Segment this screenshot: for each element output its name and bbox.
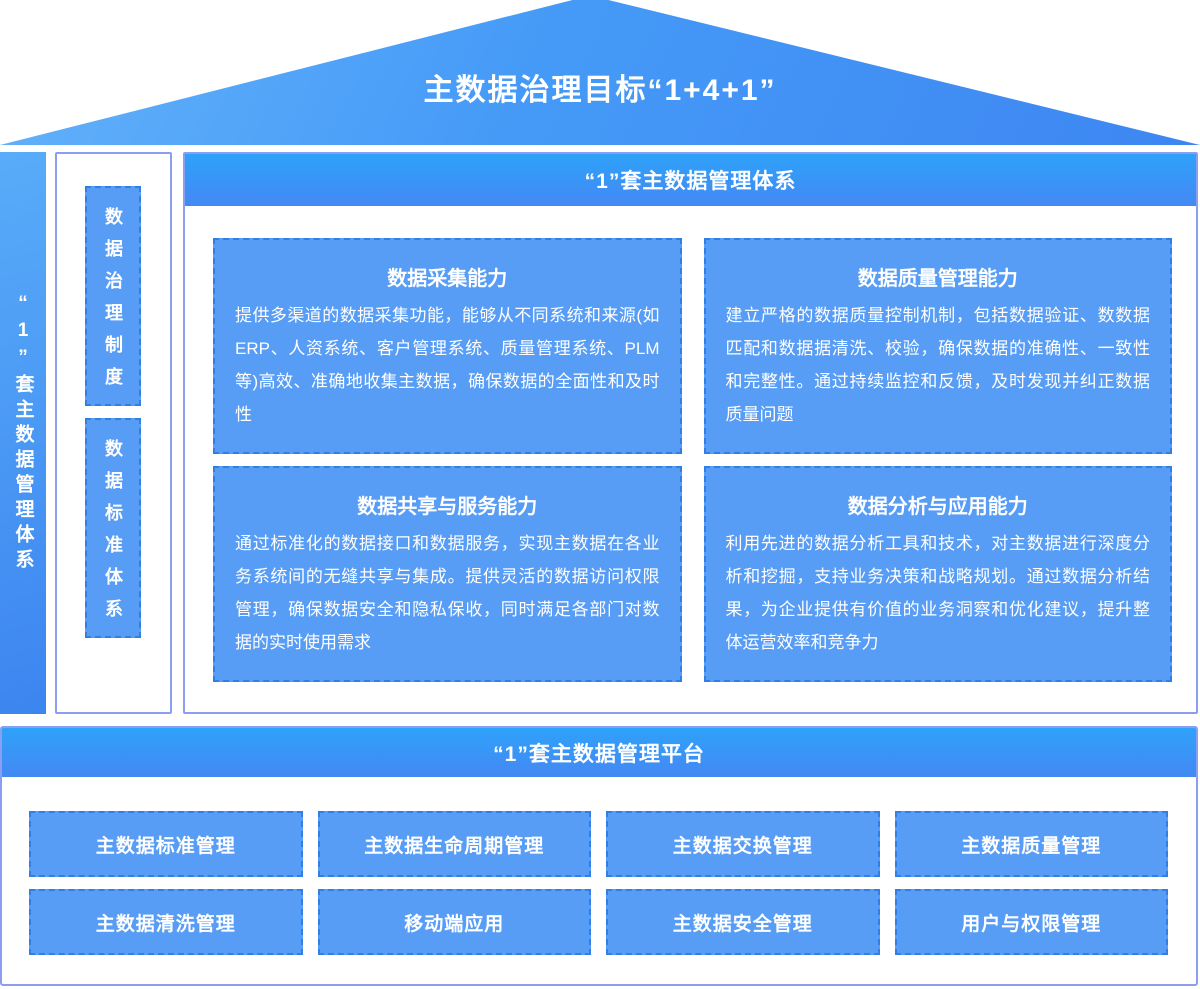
module-master-data-lifecycle: 主数据生命周期管理 bbox=[317, 811, 591, 877]
left-system-label: “1”套主数据管理体系 bbox=[12, 292, 34, 574]
module-master-data-quality: 主数据质量管理 bbox=[894, 811, 1168, 877]
management-system-panel: “1”套主数据管理体系 数据采集能力 提供多渠道的数据采集功能，能够从不同系统和… bbox=[183, 152, 1198, 714]
module-mobile-app: 移动端应用 bbox=[317, 889, 591, 955]
pillar-label: 数据治理制度 bbox=[103, 207, 123, 399]
capability-description: 提供多渠道的数据采集功能，能够从不同系统和来源(如ERP、人资系统、客户管理系统… bbox=[235, 306, 660, 424]
capability-grid: 数据采集能力 提供多渠道的数据采集功能，能够从不同系统和来源(如ERP、人资系统… bbox=[185, 206, 1196, 682]
capability-data-sharing: 数据共享与服务能力 通过标准化的数据接口和数据服务，实现主数据在各业务系统间的无… bbox=[213, 466, 682, 682]
management-system-header: “1”套主数据管理体系 bbox=[185, 154, 1196, 206]
middle-band: “1”套主数据管理体系 数据治理制度 数据标准体系 “1”套主数据管理体系 数据… bbox=[0, 152, 1200, 714]
capability-description: 利用先进的数据分析工具和技术，对主数据进行深度分析和挖掘，支持业务决策和战略规划… bbox=[725, 534, 1151, 652]
pillar-data-governance-system: 数据治理制度 bbox=[85, 186, 141, 406]
capability-data-collection: 数据采集能力 提供多渠道的数据采集功能，能够从不同系统和来源(如ERP、人资系统… bbox=[213, 238, 682, 454]
module-master-data-standard: 主数据标准管理 bbox=[29, 811, 303, 877]
capability-data-analysis: 数据分析与应用能力 利用先进的数据分析工具和技术，对主数据进行深度分析和挖掘，支… bbox=[703, 466, 1172, 682]
platform-panel: “1”套主数据管理平台 主数据标准管理 主数据生命周期管理 主数据交换管理 主数… bbox=[0, 726, 1198, 986]
pillar-label: 数据标准体系 bbox=[103, 439, 123, 631]
pillar-data-standard-system: 数据标准体系 bbox=[85, 418, 141, 638]
platform-header: “1”套主数据管理平台 bbox=[2, 728, 1196, 777]
roof-triangle: 主数据治理目标“1+4+1” bbox=[0, 0, 1200, 145]
platform-module-grid: 主数据标准管理 主数据生命周期管理 主数据交换管理 主数据质量管理 主数据清洗管… bbox=[2, 777, 1196, 955]
capability-title: 数据采集能力 bbox=[387, 268, 508, 290]
capability-data-quality: 数据质量管理能力 建立严格的数据质量控制机制，包括数据验证、数数据匹配和数据据清… bbox=[703, 238, 1172, 454]
left-system-bar: “1”套主数据管理体系 bbox=[0, 152, 46, 714]
capability-title: 数据共享与服务能力 bbox=[357, 496, 538, 518]
module-master-data-security: 主数据安全管理 bbox=[606, 889, 880, 955]
module-master-data-cleansing: 主数据清洗管理 bbox=[29, 889, 303, 955]
capability-description: 建立严格的数据质量控制机制，包括数据验证、数数据匹配和数据据清洗、校验，确保数据… bbox=[725, 306, 1151, 424]
capability-description: 通过标准化的数据接口和数据服务，实现主数据在各业务系统间的无缝共享与集成。提供灵… bbox=[235, 534, 660, 652]
diagram-title: 主数据治理目标“1+4+1” bbox=[423, 73, 777, 107]
capability-title: 数据质量管理能力 bbox=[857, 268, 1018, 290]
pillar-panel: 数据治理制度 数据标准体系 bbox=[55, 152, 172, 714]
module-user-permission: 用户与权限管理 bbox=[894, 889, 1168, 955]
capability-title: 数据分析与应用能力 bbox=[847, 496, 1028, 518]
module-master-data-exchange: 主数据交换管理 bbox=[606, 811, 880, 877]
